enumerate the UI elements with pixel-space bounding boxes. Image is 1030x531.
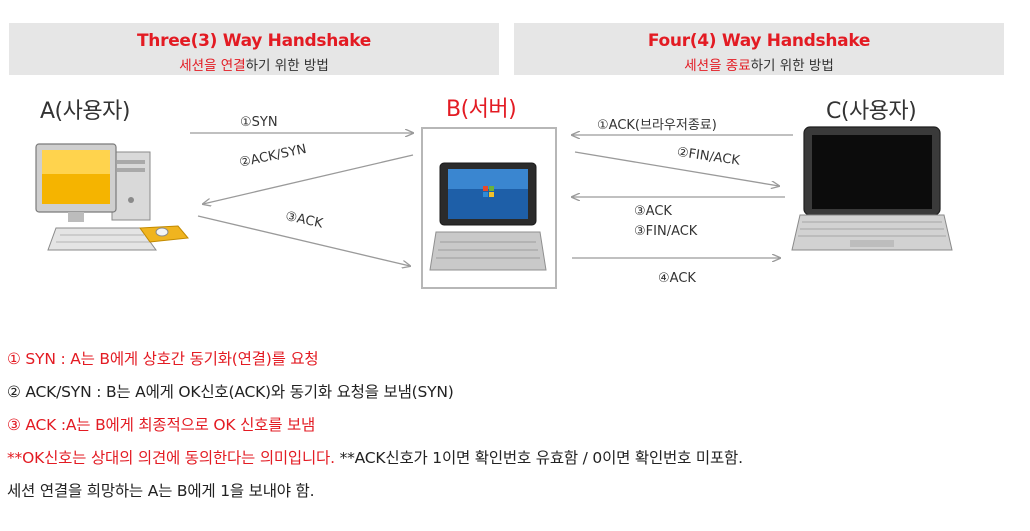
arrow-label-ack3: ③ACK (634, 204, 672, 219)
note-line-ack-syn: ② ACK/SYN : B는 A에게 OK신호(ACK)와 동기화 요청을 보냄… (7, 383, 454, 401)
arrow-fin-ack2 (574, 151, 779, 186)
arrow-label-ack-browser-close: ①ACK(브라우저종료) (597, 118, 717, 133)
three-way-subtitle-rest: 하기 위한 방법 (245, 58, 329, 74)
four-way-subtitle: 세션을 종료하기 위한 방법 (514, 54, 1004, 74)
four-way-handshake-header: Four(4) Way Handshake 세션을 종료하기 위한 방법 (514, 23, 1004, 75)
note-line-session: 세션 연결을 희망하는 A는 B에게 1을 보내야 함. (7, 482, 315, 500)
netbook-laptop-icon (791, 126, 953, 251)
note-ok-signal-red: **OK신호는 상대의 의견에 동의한다는 의미입니다. (7, 449, 335, 467)
arrow-ack (197, 215, 410, 266)
node-a-label: A(사용자) (40, 99, 130, 124)
explanation-notes: ① SYN : A는 B에게 상호간 동기화(연결)를 요청 ② ACK/SYN… (7, 343, 1022, 508)
arrow-label-ack4: ④ACK (658, 271, 696, 286)
three-way-handshake-header: Three(3) Way Handshake 세션을 연결하기 위한 방법 (9, 23, 499, 75)
note-line-syn: ① SYN : A는 B에게 상호간 동기화(연결)를 요청 (7, 350, 319, 368)
note-ack-signal-black: **ACK신호가 1이면 확인번호 유효함 / 0이면 확인번호 미포함. (334, 449, 743, 467)
three-way-subtitle: 세션을 연결하기 위한 방법 (9, 54, 499, 74)
four-way-subtitle-rest: 하기 위한 방법 (750, 58, 834, 74)
tablet-with-keyboard-icon (429, 162, 547, 271)
node-b-label: B(서버) (446, 97, 517, 122)
three-way-subtitle-highlight: 세션을 연결 (179, 58, 246, 74)
desktop-computer-icon (35, 143, 189, 251)
note-line-ack: ③ ACK :A는 B에게 최종적으로 OK 신호를 보냄 (7, 416, 316, 434)
node-c-label: C(사용자) (826, 99, 917, 124)
arrow-ack-syn (203, 154, 414, 204)
arrow-label-fin-ack3: ③FIN/ACK (634, 224, 698, 239)
four-way-subtitle-highlight: 세션을 종료 (684, 58, 751, 74)
four-way-title: Four(4) Way Handshake (647, 31, 871, 51)
note-line-ok-signal: **OK신호는 상대의 의견에 동의한다는 의미입니다. **ACK신호가 1이… (7, 442, 1022, 475)
three-way-title: Three(3) Way Handshake (137, 31, 371, 51)
arrow-label-syn: ①SYN (240, 115, 278, 130)
